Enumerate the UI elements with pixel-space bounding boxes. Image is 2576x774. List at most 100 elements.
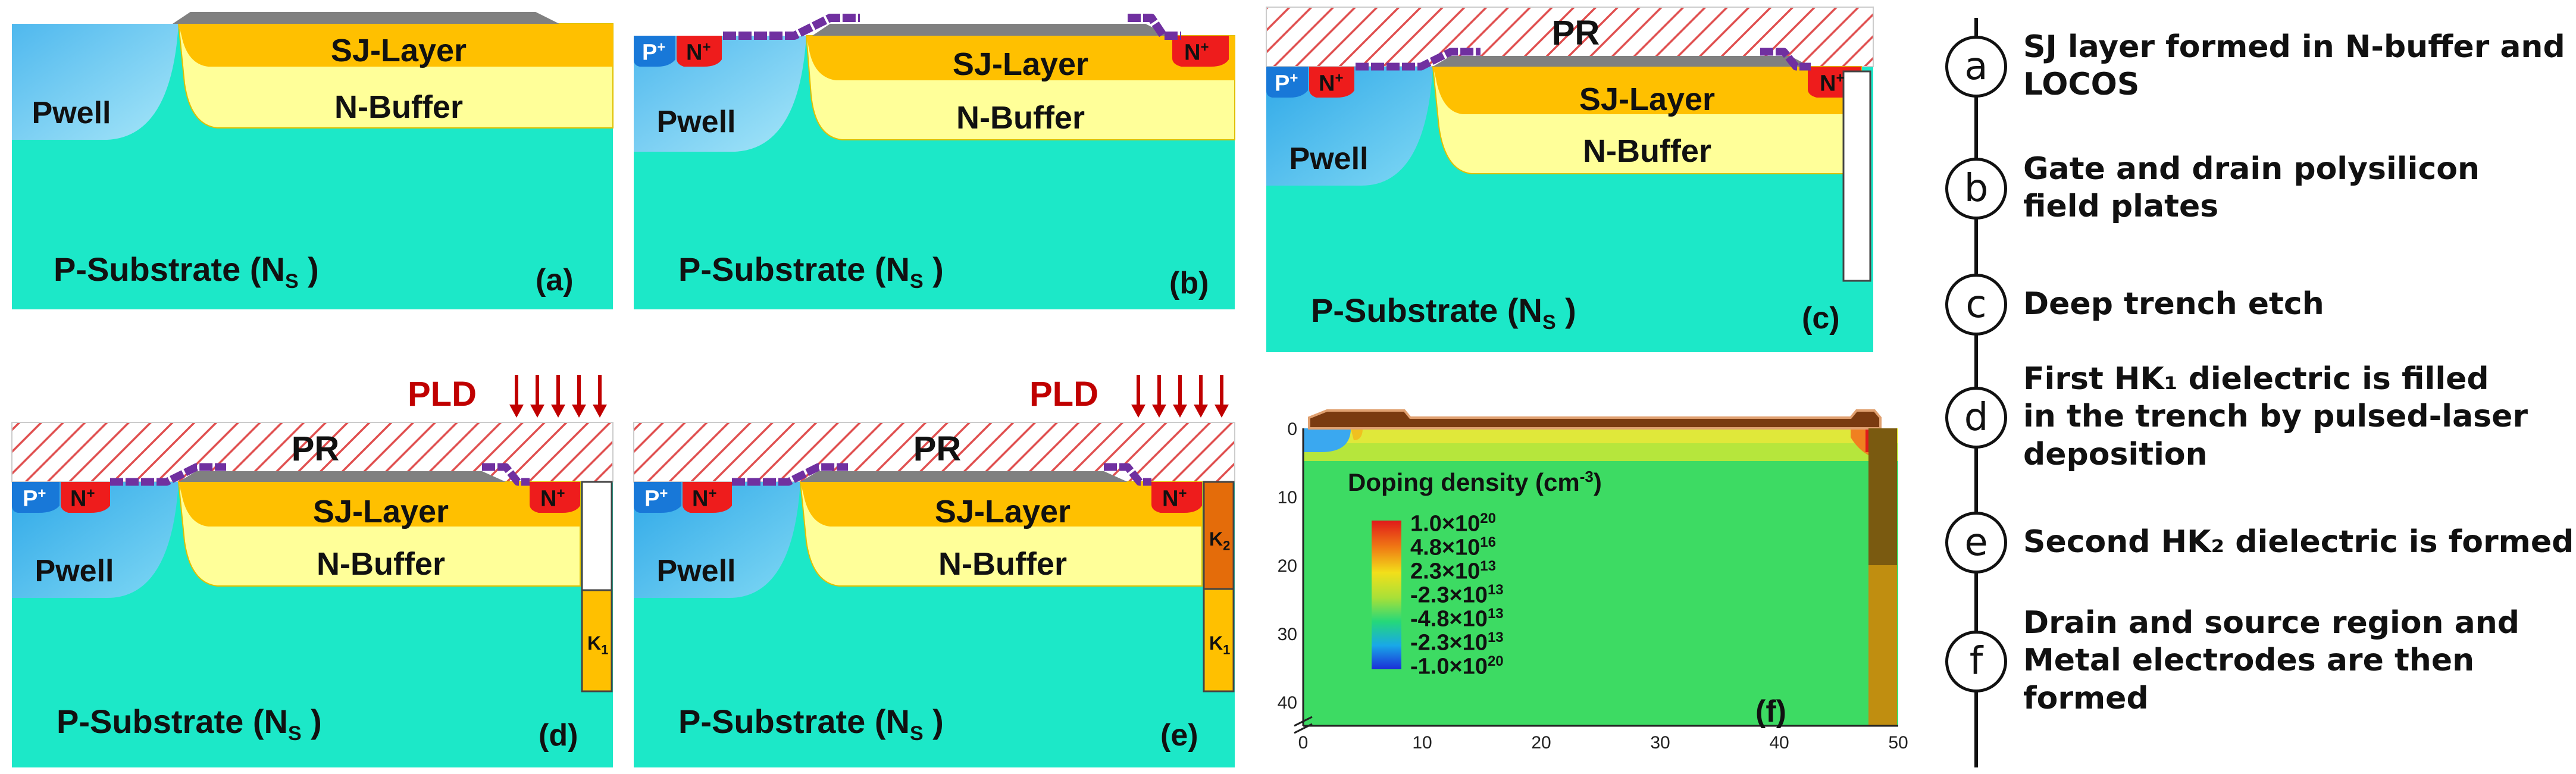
colorbar [1372, 521, 1401, 669]
n-plus-drain [1172, 36, 1229, 67]
n-plus-drain-label: N+ [1162, 485, 1187, 512]
step-f-text: Drain and source region and Metal electr… [2023, 605, 2519, 716]
x-tick-label: 10 [1412, 733, 1432, 753]
k1-label: K1 [1209, 632, 1231, 657]
sj-layer-label: SJ-Layer [952, 46, 1089, 82]
n-plus-source [677, 36, 722, 67]
sj-layer-label: SJ-Layer [934, 494, 1071, 529]
pwell-label: Pwell [656, 554, 736, 588]
legend-value: 2.3×1013 [1410, 558, 1496, 584]
pld-arrows [1131, 375, 1229, 418]
step-f-marker: f [1945, 631, 2007, 692]
panel-f-drawing [1294, 409, 1898, 734]
n-plus-source-label: N+ [692, 485, 717, 512]
deep-trench [1842, 70, 1871, 282]
panel-e: PLD PR P+ N+ N+ SJ-Layer N-Buffer Pwell … [633, 363, 1247, 767]
panel-c: PR P+ N+ N+ SJ-Layer N-Buffer Pwell P-Su… [1266, 7, 1874, 352]
panel-f-tag: (f) [1755, 694, 1786, 729]
legend-value: -4.8×1013 [1410, 606, 1504, 632]
n-plus-source-label: N+ [1319, 70, 1344, 96]
panel-d-drawing [11, 375, 614, 767]
panel-d: PLD PR P+ N+ N+ SJ-Layer N-Buffer Pwell … [11, 363, 625, 767]
y-tick-label: 20 [1277, 556, 1297, 576]
x-tick-label: 50 [1888, 733, 1908, 753]
p-substrate-label: P-Substrate (NS ) [57, 703, 322, 745]
legend-value: -2.3×1013 [1410, 582, 1504, 608]
p-plus-label: P+ [23, 485, 46, 512]
pr-label: PR [913, 430, 962, 468]
pwell-label: Pwell [1289, 142, 1369, 176]
hk1-region-sim [1868, 565, 1897, 726]
p-plus-label: P+ [644, 485, 668, 512]
p-substrate-label: P-Substrate (NS ) [678, 703, 944, 745]
step-d-marker: d [1945, 387, 2007, 449]
pwell-label: Pwell [656, 105, 736, 139]
locos-oxide [173, 12, 559, 24]
panel-c-tag: (c) [1802, 301, 1840, 336]
pld-arrows [509, 375, 607, 418]
n-plus-drain-label: N+ [1820, 70, 1845, 96]
n-buffer-label: N-Buffer [1583, 133, 1711, 169]
pld-label: PLD [1029, 375, 1098, 413]
y-tick-label: 30 [1277, 625, 1297, 644]
panel-d-tag: (d) [539, 718, 578, 753]
x-tick-label: 40 [1769, 733, 1789, 753]
pr-label: PR [291, 430, 340, 468]
legend-value: -2.3×1013 [1410, 629, 1504, 656]
drain-poly-plate [1128, 14, 1181, 40]
n-buffer-label: N-Buffer [938, 546, 1067, 582]
sj-layer-label: SJ-Layer [312, 494, 449, 529]
x-tick-label: 20 [1531, 733, 1551, 753]
sj-layer-region [179, 24, 613, 67]
panel-a: SJ-Layer N-Buffer Pwell P-Substrate (NS … [12, 12, 614, 309]
step-e-marker: e [1945, 512, 2007, 574]
panel-a-tag: (a) [536, 263, 574, 297]
step-e-text: Second HK₂ dielectric is formed [2023, 524, 2574, 560]
p-plus-label: P+ [642, 39, 666, 65]
legend-value: -1.0×1020 [1410, 653, 1504, 679]
pwell-region [12, 24, 179, 140]
y-tick-label: 10 [1277, 488, 1297, 507]
panel-c-drawing [1266, 7, 1874, 352]
x-tick-label: 0 [1298, 733, 1309, 753]
sj-layer-label: SJ-Layer [330, 33, 467, 68]
n-plus-source-label: N+ [70, 485, 95, 512]
n-plus-drain-label: N+ [540, 485, 565, 512]
step-c-text: Deep trench etch [2023, 286, 2324, 322]
step-c-marker: c [1945, 274, 2007, 336]
k1-label: K1 [587, 632, 609, 657]
p-substrate-label: P-Substrate (NS ) [678, 250, 944, 293]
doping-map [1303, 428, 1898, 726]
panel-b: P+ N+ N+ SJ-Layer N-Buffer Pwell P-Subst… [634, 12, 1235, 309]
hk2-region-sim [1868, 428, 1897, 565]
hk2-dielectric [1203, 481, 1235, 590]
sj-layer-label: SJ-Layer [1579, 82, 1716, 117]
pwell-label: Pwell [32, 96, 111, 130]
step-a-text: SJ layer formed in N-buffer and LOCOS [2023, 29, 2565, 103]
step-b-text: Gate and drain polysilicon field plates [2023, 151, 2480, 225]
y-tick-label: 0 [1287, 419, 1297, 439]
hk1-dielectric [1203, 588, 1235, 692]
n-buffer-label: N-Buffer [334, 89, 463, 125]
gate-poly-plate [723, 14, 860, 40]
x-tick-label: 30 [1650, 733, 1670, 753]
legend-value: 4.8×1016 [1410, 534, 1496, 560]
p-plus-region [634, 36, 675, 67]
poly-electrodes [1308, 409, 1882, 430]
p-plus-label: P+ [1275, 70, 1298, 96]
panel-b-tag: (b) [1169, 266, 1209, 300]
p-substrate-label: P-Substrate (NS ) [54, 250, 319, 293]
legend-title: Doping density (cm-3) [1348, 468, 1602, 496]
step-d-text: First HK₁ dielectric is filled in the tr… [2023, 361, 2528, 472]
step-b-marker: b [1945, 158, 2007, 220]
step-a-marker: a [1945, 36, 2007, 98]
panel-b-drawing [634, 14, 1235, 309]
n-buffer-label: N-Buffer [956, 100, 1085, 136]
legend-value: 1.0×1020 [1410, 510, 1496, 537]
panel-e-drawing [633, 375, 1235, 767]
n-buffer-label: N-Buffer [317, 546, 445, 582]
pwell-label: Pwell [35, 554, 114, 588]
p-substrate-label: P-Substrate (NS ) [1311, 292, 1576, 334]
pr-label: PR [1551, 14, 1600, 52]
